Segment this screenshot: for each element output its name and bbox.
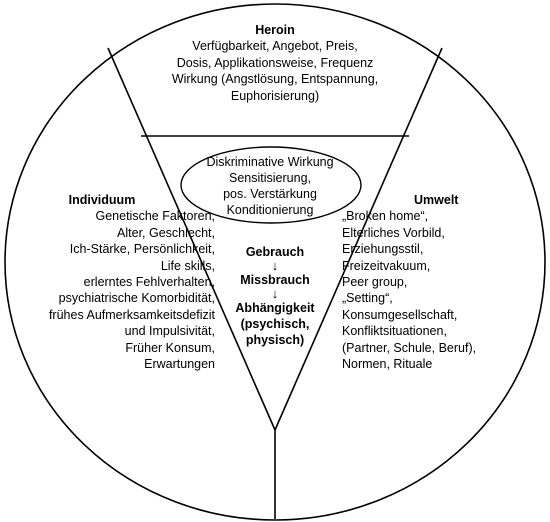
umwelt-line: Konfliktsituationen,	[342, 324, 447, 339]
heroin-line: Verfügbarkeit, Angebot, Preis,	[192, 39, 358, 54]
step-abhaengigkeit-detail: physisch)	[245, 333, 305, 347]
mechanisms-ellipse	[180, 146, 362, 224]
umwelt-factors: Umwelt „Broken home“, Elterliches Vorbil…	[342, 192, 476, 372]
umwelt-line: Peer group,	[342, 275, 408, 290]
divider-left	[107, 47, 276, 431]
heroin-title: Heroin	[255, 23, 295, 37]
individuum-line: Früher Konsum,	[125, 340, 215, 355]
individuum-factors: Individuum Genetische Faktoren, Alter, G…	[49, 192, 215, 372]
down-arrow-icon: ↓	[271, 258, 279, 273]
individuum-line: erlerntes Fehlverhalten,	[83, 275, 215, 290]
individuum-line: Life skills,	[160, 258, 215, 273]
individuum-line: Ich-Stärke, Persönlichkeit,	[69, 242, 215, 257]
umwelt-line: Erziehungsstil,	[342, 242, 424, 257]
outer-circle	[4, 3, 546, 521]
heroin-factors: Heroin Verfügbarkeit, Angebot, Preis, Do…	[140, 22, 410, 104]
umwelt-line: „Broken home“,	[342, 209, 429, 224]
step-missbrauch: Missbrauch	[240, 273, 310, 287]
individuum-line: Erwartungen	[144, 357, 215, 372]
mechanism-line: Sensitisierung,	[229, 171, 311, 185]
umwelt-line: Konsumgesellschaft,	[342, 307, 458, 322]
umwelt-line: Normen, Rituale	[342, 357, 433, 372]
progression-chain: Gebrauch ↓ Missbrauch ↓ Abhängigkeit (ps…	[200, 244, 350, 348]
mechanisms-text: Diskriminative Wirkung Sensitisierung, p…	[180, 154, 360, 218]
heroin-line: Wirkung (Angstlösung, Entspannung,	[171, 72, 379, 87]
individuum-title: Individuum	[68, 193, 136, 207]
heroin-line: Euphorisierung)	[230, 88, 320, 103]
step-abhaengigkeit-detail: (psychisch,	[240, 317, 310, 331]
umwelt-line: Freizeitvakuum,	[342, 258, 431, 273]
individuum-line: und Impulsivität,	[124, 324, 215, 339]
mechanism-line: Diskriminative Wirkung	[206, 155, 334, 169]
umwelt-title: Umwelt	[414, 193, 459, 207]
individuum-line: Genetische Faktoren,	[95, 209, 215, 224]
step-abhaengigkeit: Abhängigkeit	[235, 301, 315, 315]
umwelt-line: Elterliches Vorbild,	[342, 225, 445, 240]
individuum-line: psychiatrische Komorbidität,	[58, 291, 215, 306]
umwelt-line: (Partner, Schule, Beruf),	[342, 340, 477, 355]
divider-right	[274, 47, 443, 431]
individuum-line: frühes Aufmerksamkeitsdefizit	[48, 307, 215, 322]
down-arrow-icon: ↓	[271, 286, 279, 301]
umwelt-line: „Setting“,	[342, 291, 393, 306]
individuum-line: Alter, Geschlecht,	[117, 225, 215, 240]
mechanism-line: Konditionierung	[226, 203, 314, 217]
mechanism-line: pos. Verstärkung	[223, 187, 317, 201]
step-gebrauch: Gebrauch	[245, 245, 305, 259]
heroin-line: Dosis, Applikationsweise, Frequenz	[176, 55, 374, 70]
